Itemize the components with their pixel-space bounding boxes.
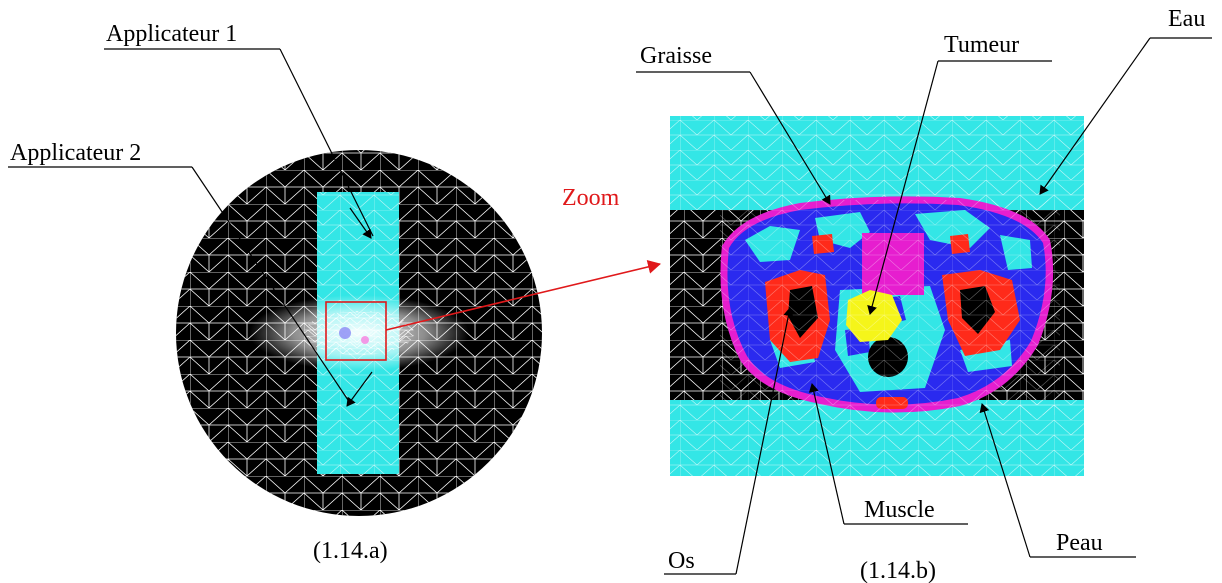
arrow-applicator-1-inner — [349, 207, 372, 239]
caption-b: (1.14.b) — [860, 558, 936, 583]
label-bone: Os — [664, 307, 794, 575]
zoom-arrow — [385, 260, 661, 331]
zoomed-section — [670, 116, 1084, 476]
label-applicator-2: Applicateur 2 — [8, 140, 351, 404]
label-applicator-1-text: Applicateur 1 — [106, 21, 237, 47]
label-muscle-text: Muscle — [864, 497, 935, 523]
label-muscle: Muscle — [808, 383, 968, 525]
label-fat-text: Graisse — [640, 43, 712, 69]
label-applicator-2-text: Applicateur 2 — [10, 140, 141, 166]
arrow-applicator-2-inner — [346, 371, 373, 407]
zoom-region-box — [325, 301, 387, 361]
caption-a: (1.14.a) — [313, 538, 388, 564]
label-tumor-text: Tumeur — [944, 32, 1019, 58]
mesh-circle — [176, 150, 542, 516]
label-water-text: Eau — [1168, 6, 1205, 32]
label-skin: Peau — [979, 403, 1136, 558]
label-water: Eau — [1039, 6, 1212, 195]
label-tumor: Tumeur — [867, 32, 1052, 315]
label-fat: Graisse — [636, 43, 831, 205]
label-skin-text: Peau — [1056, 530, 1103, 556]
zoom-label: Zoom — [562, 185, 620, 211]
label-bone-text: Os — [668, 548, 695, 574]
label-applicator-1: Applicateur 1 — [104, 21, 374, 237]
